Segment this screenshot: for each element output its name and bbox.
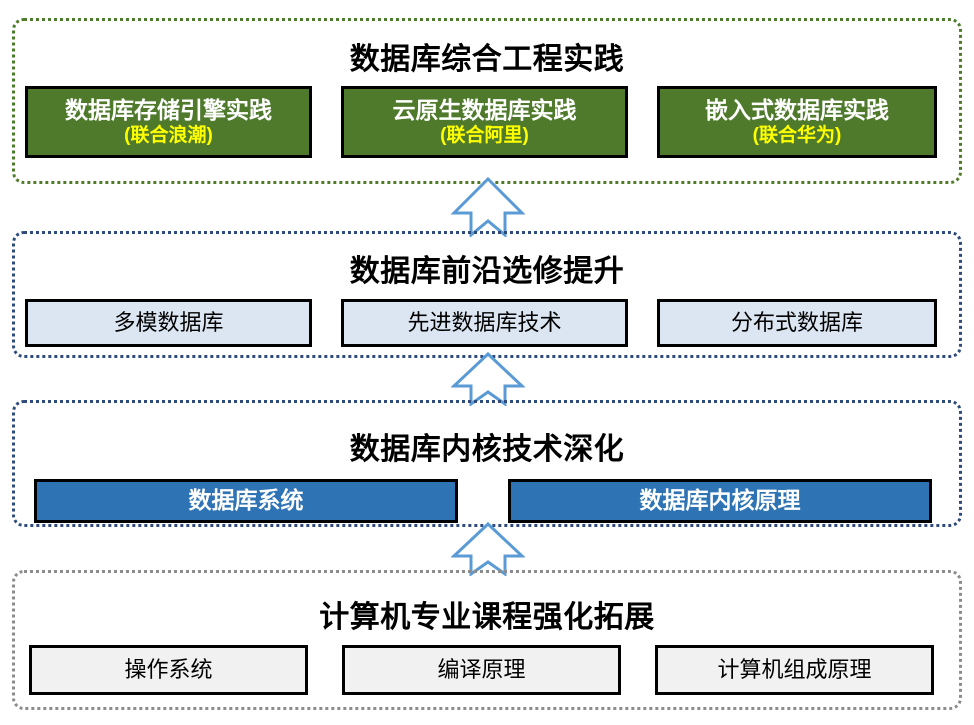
course-box-subtitle: (联合阿里) [440, 124, 529, 146]
course-box-subtitle: (联合浪潮) [124, 124, 213, 146]
course-box-title: 编译原理 [437, 656, 526, 682]
course-box-advanced-db-tech[interactable]: 先进数据库技术 [341, 299, 628, 347]
course-box-compiler-principles[interactable]: 编译原理 [342, 645, 621, 695]
course-box-title: 计算机组成原理 [717, 656, 872, 682]
course-box-title: 嵌入式数据库实践 [705, 96, 889, 123]
tier-foundation-container [12, 570, 962, 710]
course-box-title: 数据库存储引擎实践 [65, 96, 272, 123]
tier-foundation-heading: 计算机专业课程强化拓展 [319, 601, 655, 634]
arrow-kernel-to-elective-icon [451, 352, 525, 406]
course-box-storage-engine-practice[interactable]: 数据库存储引擎实践 (联合浪潮) [25, 86, 312, 158]
course-box-embedded-db-practice[interactable]: 嵌入式数据库实践 (联合华为) [657, 86, 937, 158]
course-box-database-system[interactable]: 数据库系统 [34, 479, 458, 523]
course-box-title: 分布式数据库 [730, 309, 863, 335]
tier-kernel-heading: 数据库内核技术深化 [349, 433, 625, 466]
course-box-db-kernel-principles[interactable]: 数据库内核原理 [508, 479, 932, 523]
course-box-computer-organization[interactable]: 计算机组成原理 [655, 645, 934, 695]
course-box-title: 数据库系统 [188, 487, 304, 514]
tier-practice-heading: 数据库综合工程实践 [349, 43, 625, 76]
course-box-title: 先进数据库技术 [407, 309, 562, 335]
tier-elective-heading: 数据库前沿选修提升 [349, 255, 625, 288]
arrow-elective-to-practice-icon [451, 177, 525, 237]
arrow-foundation-to-kernel-icon [451, 522, 525, 576]
course-box-title: 云原生数据库实践 [392, 96, 577, 123]
course-box-distributed-db[interactable]: 分布式数据库 [657, 299, 937, 347]
course-box-operating-system[interactable]: 操作系统 [29, 645, 308, 695]
course-box-subtitle: (联合华为) [752, 124, 842, 146]
course-box-title: 多模数据库 [113, 309, 224, 335]
course-box-title: 数据库内核原理 [639, 487, 801, 514]
course-box-cloud-native-db-practice[interactable]: 云原生数据库实践 (联合阿里) [341, 86, 628, 158]
course-box-multimodel-db[interactable]: 多模数据库 [25, 299, 312, 347]
course-box-title: 操作系统 [124, 656, 213, 682]
